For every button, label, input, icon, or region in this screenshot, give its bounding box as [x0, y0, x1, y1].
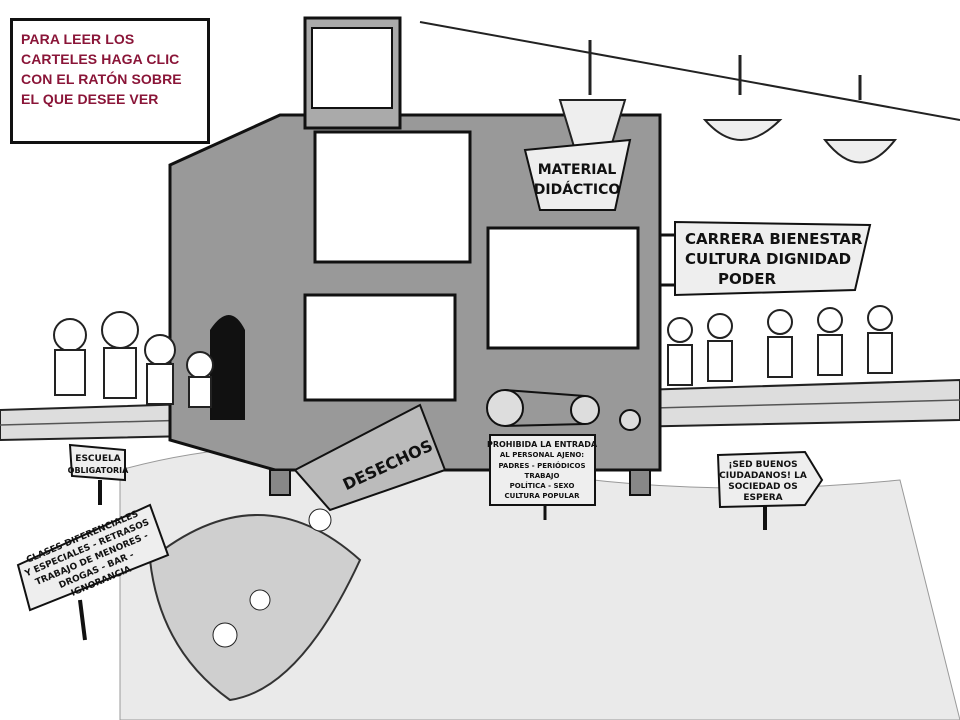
- sign-material-didactico[interactable]: MATERIAL DIDÁCTICO: [523, 138, 632, 211]
- sign-ciudadanos-line: SOCIEDAD OS: [728, 482, 797, 492]
- children-group: [53, 311, 214, 408]
- sign-ciudadanos-line: ¡SED BUENOS: [728, 460, 797, 470]
- sign-escuela-obligatoria[interactable]: ESCUELA OBLIGATORIA: [68, 443, 130, 505]
- sign-values-line: PODER: [718, 270, 776, 288]
- sign-prohibida-line: POLÍTICA - SEXO: [510, 481, 575, 490]
- students-row: [667, 305, 893, 386]
- gear-machinery: [486, 389, 641, 431]
- sign-escuela-line: OBLIGATORIA: [68, 466, 130, 475]
- instructions-box: PARA LEER LOS CARTELES HAGA CLIC CON EL …: [10, 18, 210, 144]
- sign-prohibida-line: AL PERSONAL AJENO:: [500, 451, 584, 459]
- sign-buenos-ciudadanos[interactable]: ¡SED BUENOS CIUDADANOS! LA SOCIEDAD OS E…: [716, 450, 824, 530]
- sign-prohibida-line: PADRES - PERIÓDICOS: [498, 461, 585, 470]
- sign-values-line: CARRERA BIENESTAR: [685, 230, 863, 248]
- hanging-basket: [558, 40, 627, 151]
- sign-prohibida-line: TRABAJO: [525, 472, 560, 480]
- overhead-cable: [419, 21, 960, 121]
- sign-ciudadanos-line: CIUDADANOS! LA: [719, 471, 807, 481]
- sign-material-line: DIDÁCTICO: [534, 181, 621, 198]
- sign-prohibida-line: CULTURA POPULAR: [505, 492, 581, 500]
- sign-material-line: MATERIAL: [538, 162, 617, 178]
- sign-values-line: CULTURA DIGNIDAD: [685, 250, 851, 268]
- sign-carrera-bienestar[interactable]: CARRERA BIENESTAR CULTURA DIGNIDAD PODER: [660, 220, 872, 297]
- sign-ciudadanos-line: ESPERA: [743, 493, 782, 503]
- hanging-basket: [702, 55, 783, 141]
- instructions-text: PARA LEER LOS CARTELES HAGA CLIC CON EL …: [21, 31, 182, 107]
- sign-prohibida-line: PROHIBIDA LA ENTRADA: [487, 440, 598, 449]
- sign-prohibida-entrada[interactable]: PROHIBIDA LA ENTRADA AL PERSONAL AJENO: …: [487, 434, 598, 520]
- hanging-basket: [822, 75, 898, 164]
- sign-escuela-line: ESCUELA: [75, 454, 120, 464]
- rubble-ground: [119, 444, 960, 720]
